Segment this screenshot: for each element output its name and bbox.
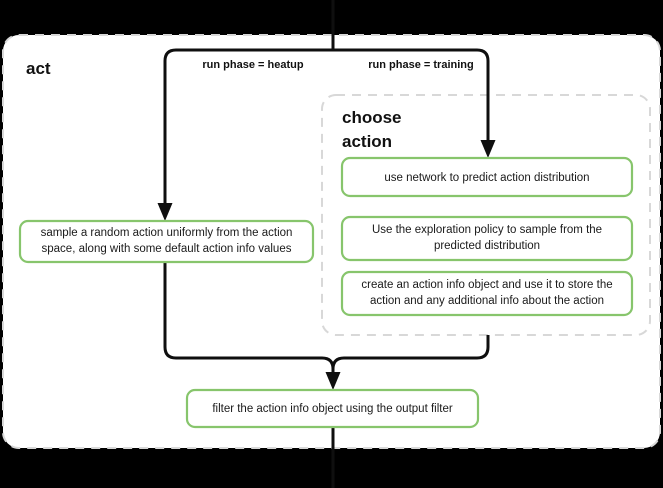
node-exploration-policy-box[interactable] xyxy=(340,215,634,262)
edge-heatup xyxy=(163,48,333,210)
node-filter-action-info-box[interactable] xyxy=(185,388,480,429)
node-filter-action-info-line1: filter the action info object using the … xyxy=(212,403,453,415)
arrowhead-heatup xyxy=(157,203,173,221)
edge-label-heatup: run phase = heatup xyxy=(202,59,303,71)
node-sample-random-action-box[interactable] xyxy=(18,219,315,264)
node-exploration-policy[interactable]: Use the exploration policy to sample fro… xyxy=(340,215,634,262)
edge-label-training: run phase = training xyxy=(368,59,473,71)
node-use-network-box[interactable] xyxy=(340,156,634,198)
node-sample-random-action-line1: sample a random action uniformly from th… xyxy=(41,227,293,239)
cluster-choose-action-title-line1: choose xyxy=(342,108,402,127)
arrowhead-filter xyxy=(325,372,341,390)
node-sample-random-action[interactable]: sample a random action uniformly from th… xyxy=(18,219,315,264)
node-sample-random-action-line2: space, along with some default action in… xyxy=(42,243,292,255)
node-exploration-policy-line1: Use the exploration policy to sample fro… xyxy=(372,224,602,236)
node-exploration-policy-line2: predicted distribution xyxy=(434,240,540,252)
cluster-choose-action-title-line2: action xyxy=(342,132,392,151)
node-create-action-info[interactable]: create an action info object and use it … xyxy=(340,270,634,317)
node-create-action-info-line1: create an action info object and use it … xyxy=(361,279,612,291)
cluster-act-title: act xyxy=(26,59,51,78)
node-use-network-line1: use network to predict action distributi… xyxy=(384,172,589,184)
node-filter-action-info[interactable]: filter the action info object using the … xyxy=(185,388,480,429)
node-use-network[interactable]: use network to predict action distributi… xyxy=(340,156,634,198)
node-create-action-info-line2: action and any additional info about the… xyxy=(370,295,604,307)
arrowhead-training xyxy=(480,140,496,158)
node-create-action-info-box[interactable] xyxy=(340,270,634,317)
edge-choose-action-to-filter xyxy=(331,335,490,380)
edge-training xyxy=(333,48,490,147)
